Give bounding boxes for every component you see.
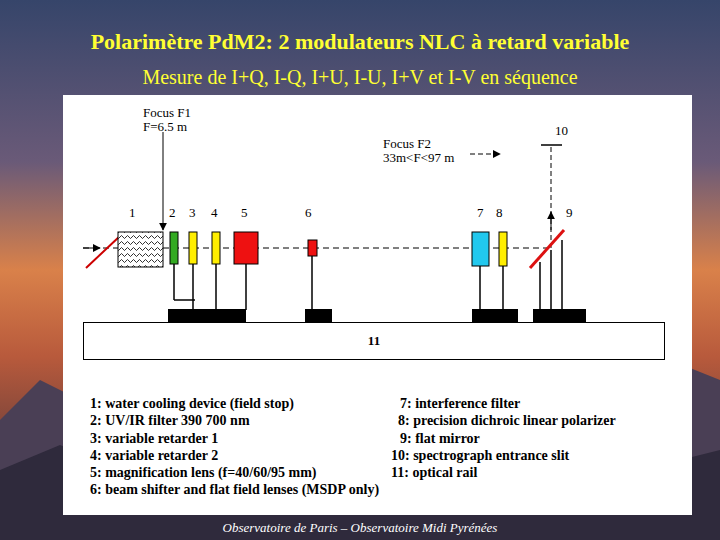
water-cooling-device bbox=[118, 232, 163, 267]
variable-retarder bbox=[189, 232, 197, 264]
uv-ir-filter bbox=[170, 232, 178, 264]
legend-entry: 4: variable retarder 2 bbox=[90, 448, 218, 463]
rail-carrier bbox=[168, 309, 246, 322]
rail-carrier bbox=[533, 309, 586, 322]
callout-number: 6 bbox=[305, 206, 312, 220]
legend-entry: 2: UV/IR filter 390 700 nm bbox=[90, 413, 250, 428]
interference-filter bbox=[472, 232, 489, 266]
beam-shifter bbox=[308, 240, 317, 256]
legend-entry: 5: magnification lens (f=40/60/95 mm) bbox=[90, 465, 317, 480]
flat-mirror bbox=[530, 230, 564, 268]
slide-title: Polarimètre PdM2: 2 modulateurs NLC à re… bbox=[0, 30, 720, 54]
focus-note: F=6.5 m bbox=[143, 120, 187, 134]
stem bbox=[245, 264, 247, 310]
stem bbox=[215, 264, 217, 310]
legend-entry: 6: beam shifter and flat field lenses (M… bbox=[90, 482, 379, 497]
optical-rail: 11 bbox=[83, 322, 665, 360]
part-number: 11 bbox=[368, 333, 380, 349]
legend-entry: 3: variable retarder 1 bbox=[90, 431, 218, 446]
callout-number: 1 bbox=[129, 206, 136, 220]
legend-entry: 11: optical rail bbox=[391, 465, 477, 480]
stem bbox=[174, 299, 195, 301]
callout-number: 3 bbox=[189, 206, 196, 220]
focus-line bbox=[163, 132, 164, 230]
legend-entry: 1: water cooling device (field stop) bbox=[90, 396, 294, 411]
subtitle: Mesure de I+Q, I-Q, I+U, I-U, I+V et I-V… bbox=[0, 66, 720, 88]
legend-entry: 7: interference filter bbox=[400, 396, 520, 411]
focus-note: Focus F1 bbox=[143, 106, 191, 120]
callout-number: 4 bbox=[211, 206, 218, 220]
stem bbox=[539, 262, 541, 310]
focus-note: Focus F2 bbox=[383, 137, 431, 151]
callout-number: 9 bbox=[566, 206, 573, 220]
stem bbox=[192, 264, 194, 310]
magnification-lens bbox=[234, 232, 258, 264]
callout-number: 7 bbox=[477, 206, 484, 220]
stem bbox=[502, 266, 504, 310]
callout-number: 2 bbox=[169, 206, 176, 220]
panel bbox=[63, 95, 692, 515]
callout-number: 5 bbox=[241, 206, 248, 220]
linear-polarizer bbox=[499, 232, 507, 266]
stem bbox=[561, 240, 563, 310]
stem bbox=[311, 256, 313, 310]
legend-entry: 9: flat mirror bbox=[400, 431, 480, 446]
legend-entry: 8: precision dichroic linear polarizer bbox=[398, 413, 616, 428]
stem bbox=[173, 264, 175, 300]
callout-number: 8 bbox=[496, 206, 503, 220]
focus-note: 33m<F<97 m bbox=[383, 151, 454, 165]
rail-carrier bbox=[305, 309, 332, 322]
beam-arrow bbox=[551, 212, 552, 230]
callout-number: 10 bbox=[555, 124, 568, 138]
legend-entry: 10: spectrograph entrance slit bbox=[391, 448, 569, 463]
field-stop-line bbox=[86, 236, 120, 268]
axis-arrow bbox=[83, 248, 100, 249]
stem bbox=[550, 250, 552, 310]
variable-retarder bbox=[212, 232, 220, 264]
beam-up bbox=[551, 147, 552, 248]
footer-caption: Observatoire de Paris – Observatoire Mid… bbox=[0, 521, 720, 535]
focus-arrow bbox=[470, 154, 500, 155]
slit bbox=[541, 144, 562, 146]
rail-carrier bbox=[472, 309, 518, 322]
stem bbox=[479, 266, 481, 310]
